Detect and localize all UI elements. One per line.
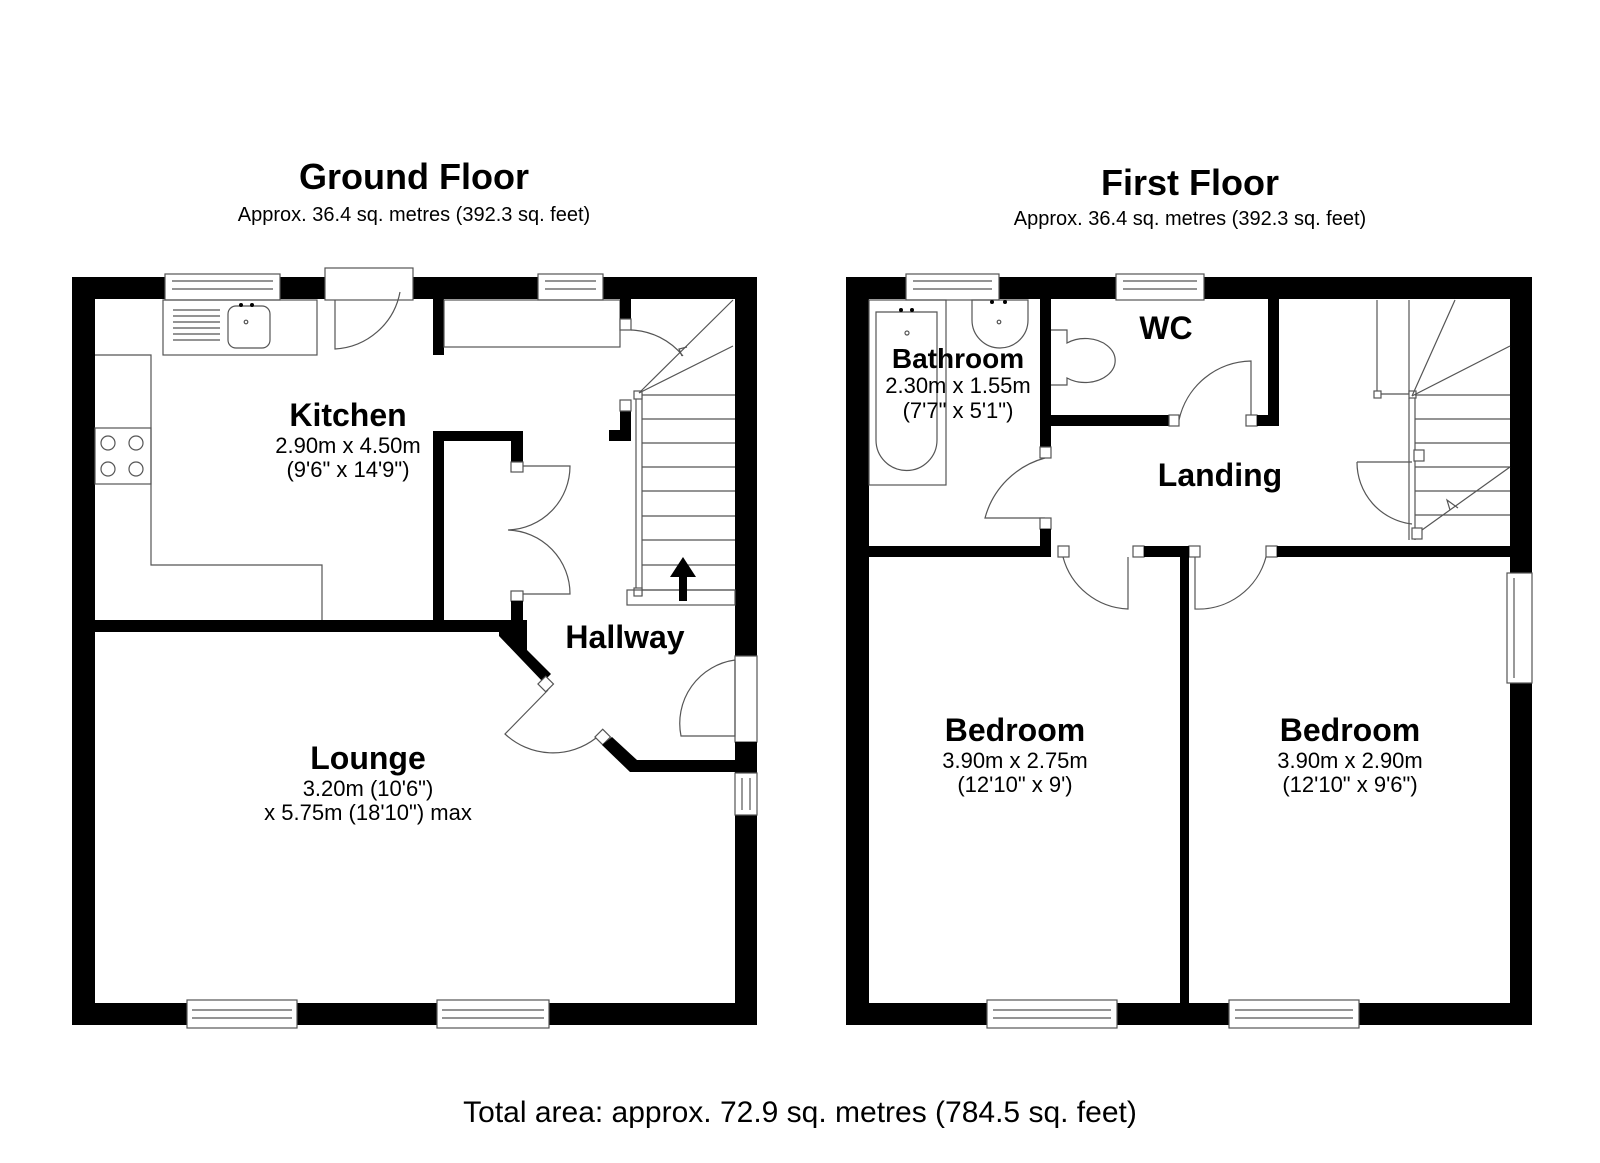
room-dim-line2: x 5.75m (18'10") max <box>264 800 472 826</box>
bathroom-bedroom-wall <box>869 546 1051 557</box>
lounge-door-swing <box>504 689 597 754</box>
bedroom2-side-window <box>1506 572 1533 684</box>
bathroom-wc-wall <box>1040 297 1051 447</box>
room-label-bedroom-1: Bedroom 3.90m x 2.75m (12'10" x 9') <box>890 712 1140 798</box>
ground-outer-wall-bottom <box>72 1003 757 1025</box>
room-dim-metric: 3.90m x 2.90m <box>1277 747 1423 773</box>
room-label-bedroom-2: Bedroom 3.90m x 2.90m (12'10" x 9'6") <box>1220 712 1480 798</box>
bathtub-icon <box>868 299 947 486</box>
room-name: Bathroom <box>891 343 1025 374</box>
kitchen-lounge-wall <box>95 620 523 632</box>
stairs-up-arrow-icon <box>670 557 696 601</box>
kitchen-window <box>164 273 281 301</box>
toilet-icon <box>1051 329 1116 386</box>
cupboard-wall-top <box>433 431 523 441</box>
room-name: Lounge <box>310 740 426 776</box>
hallway-top-window <box>537 273 604 301</box>
ground-floor-plan <box>72 267 758 1029</box>
stairwell-wall-stub <box>620 411 631 437</box>
hall-cupboard-top <box>443 299 621 348</box>
lounge-window-right <box>436 999 550 1029</box>
hob-rings-icon <box>100 435 144 477</box>
room-dim-imperial: (9'6" x 14'9") <box>286 457 410 483</box>
bathroom-window <box>905 273 1000 301</box>
room-label-kitchen: Kitchen 2.90m x 4.50m (9'6" x 14'9") <box>198 397 498 483</box>
front-door-swing <box>679 659 736 737</box>
ground-outer-wall-left <box>72 277 95 1025</box>
stair-gate-swing <box>1356 461 1413 525</box>
room-label-landing: Landing <box>1130 457 1310 494</box>
kitchen-worktop-outline <box>95 354 323 620</box>
ground-staircase <box>626 299 736 606</box>
first-outer-wall-left <box>846 277 869 1025</box>
room-dim-metric: 3.90m x 2.75m <box>942 747 1088 773</box>
room-name: Bedroom <box>944 712 1086 748</box>
front-door-opening <box>734 655 758 743</box>
first-floor-plan <box>846 273 1533 1029</box>
bedroom2-door-swing <box>1194 556 1267 610</box>
ground-floor-title: Ground Floor <box>299 156 529 197</box>
bedroom-divider-wall <box>1180 546 1189 1006</box>
lounge-window-left <box>186 999 298 1029</box>
wc-bottom-wall <box>1051 415 1175 426</box>
cupboard-double-door-swing <box>507 465 571 595</box>
ground-floor-area: Approx. 36.4 sq. metres (392.3 sq. feet) <box>237 204 591 226</box>
first-outer-wall-bottom <box>846 1003 1532 1025</box>
kitchen-hob <box>94 427 152 485</box>
total-area: Total area: approx. 72.9 sq. metres (784… <box>463 1096 1137 1129</box>
first-floor-area: Approx. 36.4 sq. metres (392.3 sq. feet) <box>1013 208 1367 230</box>
bedroom1-window <box>986 999 1118 1029</box>
cupboard-wall-left <box>433 431 444 624</box>
room-dim-imperial: (12'10" x 9') <box>957 772 1073 798</box>
wc-landing-wall <box>1268 297 1279 426</box>
first-floor-staircase <box>1356 299 1511 540</box>
room-dim-imperial: (7'7" x 5'1") <box>902 397 1014 423</box>
basin-icon <box>971 299 1029 349</box>
bathroom-door-swing <box>984 457 1046 519</box>
hall-door-swing <box>630 329 684 357</box>
sink-icon <box>173 303 271 349</box>
kitchen-worktop-sink <box>162 299 318 356</box>
room-name: WC <box>1139 310 1193 346</box>
room-label-lounge: Lounge 3.20m (10'6") x 5.75m (18'10") ma… <box>218 740 518 826</box>
back-door-opening <box>324 267 414 301</box>
room-label-hallway: Hallway <box>550 619 700 656</box>
wc-door-swing <box>1178 360 1252 421</box>
back-door-swing <box>334 291 401 350</box>
room-name: Hallway <box>565 619 685 655</box>
ground-outer-wall-right <box>735 277 757 1025</box>
kitchen-hall-wall-stub <box>433 297 444 355</box>
room-name: Bedroom <box>1279 712 1421 748</box>
room-dim-line1: 3.20m (10'6") <box>302 775 434 801</box>
room-name: Kitchen <box>289 397 407 433</box>
room-label-wc: WC <box>1116 310 1216 347</box>
room-dim-metric: 2.90m x 4.50m <box>275 432 421 458</box>
lounge-angled-wall-lower <box>602 737 735 772</box>
room-label-bathroom: Bathroom 2.30m x 1.55m (7'7" x 5'1") <box>863 343 1053 424</box>
wc-window <box>1115 273 1205 301</box>
bedroom2-window <box>1228 999 1360 1029</box>
lounge-angled-wall-upper <box>499 620 551 682</box>
hallway-side-window <box>734 772 758 816</box>
bedroom1-door-swing <box>1062 556 1129 610</box>
first-floor-title: First Floor <box>1101 162 1279 203</box>
room-dim-imperial: (12'10" x 9'6") <box>1282 772 1418 798</box>
room-name: Landing <box>1157 457 1283 493</box>
room-dim-metric: 2.30m x 1.55m <box>885 373 1031 399</box>
